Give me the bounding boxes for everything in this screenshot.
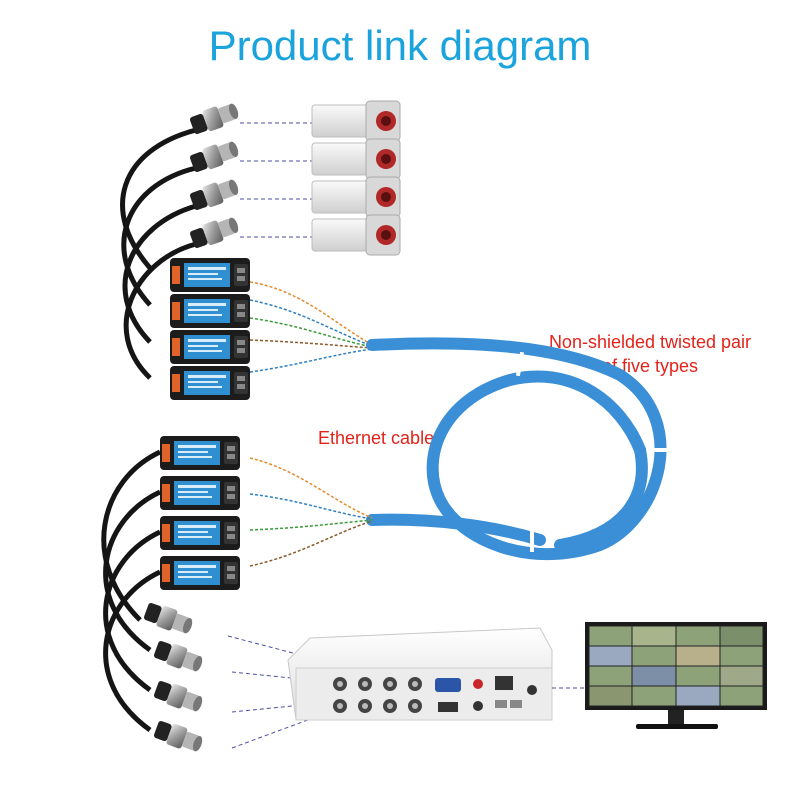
camera-icon <box>311 100 401 142</box>
twisted-pair-label-line1: Non-shielded twisted pair <box>548 332 752 352</box>
dvr-icon <box>287 627 553 721</box>
bnc-connector-icon <box>152 638 206 676</box>
bnc-connector-icon <box>188 99 242 137</box>
bottom-pigtail-cables <box>101 449 162 733</box>
bnc-connector-icon <box>152 718 206 756</box>
top-twisted-wires <box>249 281 373 373</box>
twisted-pair-label: Non-shielded twisted pair of five types <box>520 330 780 378</box>
video-balun-icon <box>170 366 250 400</box>
bnc-connector-icon <box>152 678 206 716</box>
video-balun-icon <box>170 258 250 292</box>
bnc-connector-icon <box>188 213 242 251</box>
video-balun-icon <box>170 330 250 364</box>
twisted-pair-label-line2: of five types <box>601 356 699 376</box>
camera-icon <box>311 176 401 218</box>
bottom-twisted-wires <box>249 457 373 567</box>
monitor-icon <box>585 622 767 729</box>
top-pigtail-cables <box>120 127 197 380</box>
bnc-connector-icon <box>142 600 196 638</box>
bottom-bnc-group <box>142 600 206 756</box>
video-balun-icon <box>160 476 240 510</box>
video-balun-icon <box>160 436 240 470</box>
bottom-balun-group <box>160 436 240 590</box>
camera-links <box>240 122 312 238</box>
video-balun-icon <box>160 516 240 550</box>
ethernet-cable-loop <box>366 337 670 561</box>
video-balun-icon <box>170 294 250 328</box>
video-balun-icon <box>160 556 240 590</box>
top-bnc-group <box>188 99 242 251</box>
bnc-connector-icon <box>188 175 242 213</box>
diagram-title: Product link diagram <box>208 22 592 69</box>
top-balun-group <box>170 258 250 400</box>
camera-icon <box>311 214 401 256</box>
ethernet-cable-label: Ethernet cable <box>318 428 435 448</box>
camera-icon <box>311 138 401 180</box>
camera-group <box>311 100 401 256</box>
bnc-connector-icon <box>188 137 242 175</box>
